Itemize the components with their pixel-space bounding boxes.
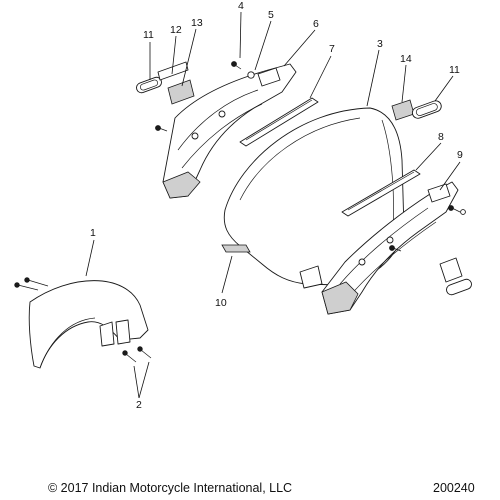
license-bracket	[439, 257, 472, 296]
callout-3: 3	[377, 38, 383, 50]
front-fender-bolts	[14, 277, 49, 291]
bracket-14	[391, 99, 415, 121]
callout-8: 8	[438, 131, 444, 143]
front-fender	[28, 280, 149, 369]
left-fender-rail	[162, 63, 297, 199]
washer-5	[247, 71, 255, 79]
callout-7: 7	[329, 43, 335, 55]
reflector-11-left	[136, 76, 162, 94]
bolt-right-rail-top	[448, 205, 466, 215]
part-2-bolts	[122, 346, 152, 363]
callout-11-left: 11	[143, 29, 154, 41]
callout-10: 10	[215, 297, 227, 309]
copyright-text: © 2017 Indian Motorcycle International, …	[48, 481, 292, 495]
reflector-11-right	[411, 100, 442, 119]
bolt-4	[231, 61, 242, 70]
callout-6: 6	[313, 18, 319, 30]
callout-5: 5	[268, 9, 274, 21]
trim-strip-8	[341, 169, 421, 217]
diagram-number: 200240	[433, 481, 475, 495]
bolt-right-rail-bottom	[389, 245, 402, 252]
bolt-left-rail	[155, 125, 168, 132]
leader-lines	[85, 11, 461, 399]
callout-2: 2	[136, 399, 142, 411]
pad-10	[221, 244, 251, 253]
callout-4: 4	[238, 0, 244, 12]
callout-11-right: 11	[449, 64, 460, 76]
reflector-plate-13	[167, 79, 195, 105]
callout-12: 12	[170, 24, 182, 36]
callout-9: 9	[457, 149, 463, 161]
callout-1: 1	[90, 227, 96, 239]
callout-13: 13	[191, 17, 203, 29]
callout-14: 14	[400, 53, 412, 65]
reflector-bracket-12	[157, 61, 189, 81]
trim-strip-7	[239, 97, 319, 147]
callouts: 1 2 3 4 5 6 7 8 9 10 11 12 13 14 11	[90, 0, 463, 411]
